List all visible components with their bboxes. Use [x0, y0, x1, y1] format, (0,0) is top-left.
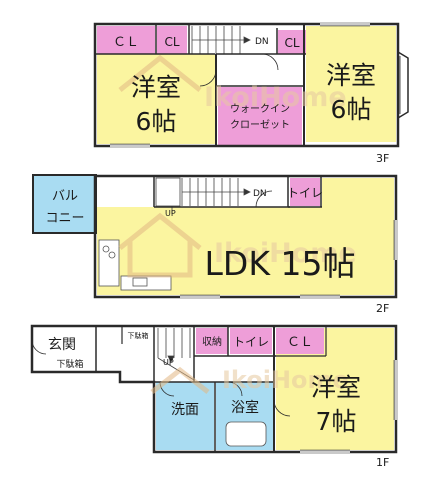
floor-label-2f: 2F: [376, 302, 389, 315]
cl-left-label: ＣＬ: [113, 35, 139, 50]
kitchen-counter: [98, 239, 172, 291]
bathtub: [225, 421, 267, 447]
watermark: IkoiHome IkoiHome IkoiHome: [118, 54, 357, 394]
shoe-box-left-label: 下駄箱: [56, 358, 83, 370]
room-western-left-line1: 洋室: [131, 73, 181, 102]
cl-1f-fill-top: [276, 328, 324, 354]
ldk-upper-fill: [322, 178, 394, 207]
room-western-right-line2: 6帖: [331, 95, 372, 124]
balcony-line2: コニー: [45, 211, 84, 226]
floor-1f: [30, 324, 398, 454]
walk-in-closet-line2: クローゼット: [230, 119, 290, 131]
walls-2f: [32, 174, 398, 299]
closet-cl-left-fill: [97, 26, 155, 54]
closet-cl-right-fill: [278, 30, 306, 54]
cl-right-label: CL: [284, 36, 299, 50]
walk-in-closet-line1: ウォークイン: [230, 103, 290, 115]
balcony-fill: [34, 176, 96, 232]
closet-cl-middle-fill: [157, 26, 187, 54]
stairs-2f: [155, 177, 251, 214]
stairs-dn-label-3f: DN: [255, 37, 269, 47]
floor-2f: [32, 174, 398, 299]
walls-3f: [93, 22, 409, 148]
room-western-7-line2: 7帖: [316, 407, 357, 436]
storage-label: 収納: [202, 335, 222, 348]
bathroom-label: 浴室: [231, 399, 259, 416]
watermark-text-1f: IkoiHome: [222, 366, 349, 394]
shoe-box-right-label: 下駄箱: [128, 331, 149, 340]
cl-1f-label: ＣＬ: [287, 335, 313, 350]
floor-3f: [93, 22, 409, 148]
ldk-label: LDK 15帖: [205, 244, 356, 283]
shoe-box-left-fill: [50, 355, 94, 371]
watermark-text-2f: IkoiHome: [214, 238, 357, 269]
toilet-1f-label: トイレ: [233, 335, 269, 349]
watermark-text-3f: IkoiHome: [204, 82, 347, 113]
walls-1f: [30, 324, 398, 454]
room-western-right-line1: 洋室: [326, 61, 376, 90]
balcony-line1: バル: [52, 189, 78, 204]
walk-in-closet-fill: [218, 87, 302, 145]
toilet-2f-label: トイレ: [287, 186, 323, 200]
house-logo-icon: [118, 54, 210, 394]
stairs-up-label-1f: UP: [163, 358, 174, 367]
room-western-left-fill: [97, 54, 215, 144]
stairs-3f: [191, 26, 251, 54]
storage-fill: [196, 328, 228, 354]
entrance-label: 玄関: [48, 336, 76, 353]
room-western-left-line2: 6帖: [136, 107, 177, 136]
room-western-right-fill: [306, 26, 396, 142]
washroom-label: 洗面: [171, 402, 199, 418]
stairs-up-label-2f: UP: [165, 209, 176, 218]
floor-label-3f: 3F: [376, 152, 389, 165]
room-western-7-line1: 洋室: [311, 373, 361, 402]
stairs-dn-label-2f: DN: [253, 189, 267, 199]
floor-label-1f: 1F: [376, 456, 389, 469]
cl-middle-label: CL: [164, 35, 179, 49]
toilet-1f-fill: [230, 328, 272, 354]
toilet-2f-fill: [290, 178, 320, 206]
